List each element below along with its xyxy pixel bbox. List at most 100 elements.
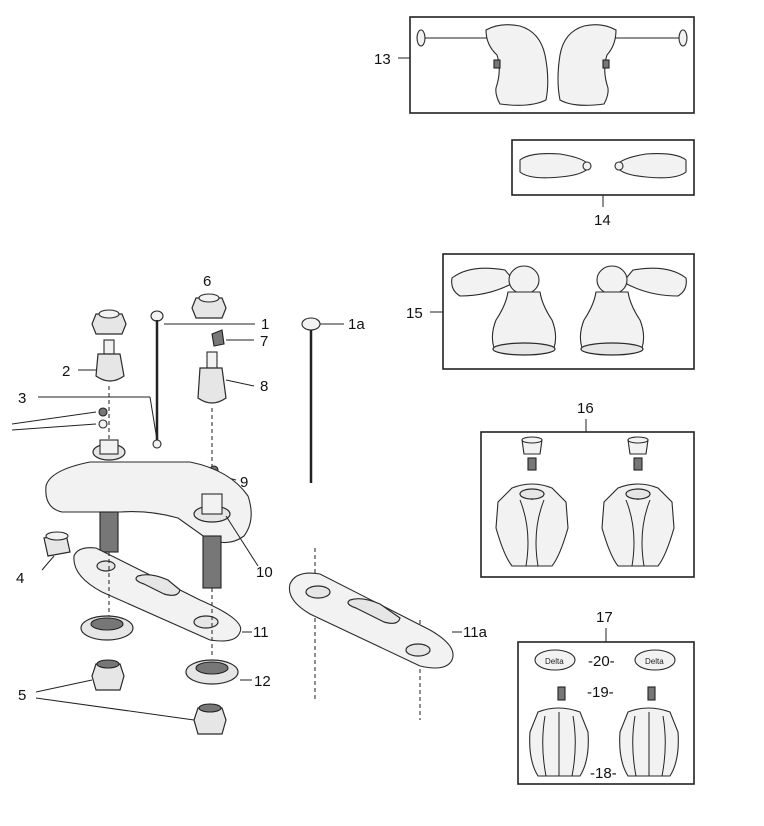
panel-13-lever-handles: 13 bbox=[374, 16, 695, 114]
gasket-11a-hole-left bbox=[305, 585, 331, 599]
leader-3b bbox=[149, 396, 158, 441]
label-11: 11 bbox=[253, 624, 269, 641]
lever-blade-left-14 bbox=[519, 153, 591, 179]
bonnet-nut-top-6 bbox=[198, 293, 220, 303]
label-15: 15 bbox=[406, 305, 423, 322]
label-17: 17 bbox=[596, 609, 613, 626]
label-8: 8 bbox=[260, 378, 268, 395]
label-11a: 11a bbox=[463, 624, 488, 641]
acrylic-handle-right-16 bbox=[601, 483, 675, 567]
handle-hub-left-15 bbox=[508, 265, 540, 295]
handle-screw-right-16 bbox=[633, 457, 643, 471]
stem-cartridge-2 bbox=[95, 353, 125, 382]
label-3: 3 bbox=[18, 390, 26, 407]
label-14: 14 bbox=[594, 212, 611, 229]
panel-13-frame bbox=[409, 16, 695, 114]
valve-body-left bbox=[99, 439, 119, 455]
gasket-slot bbox=[135, 574, 181, 596]
lever-blade-right-15 bbox=[622, 267, 687, 297]
label-13: 13 bbox=[374, 51, 391, 68]
handle-screw-left-19 bbox=[557, 686, 566, 701]
coupling-nut-left-5 bbox=[91, 663, 125, 691]
handle-base-right-15 bbox=[579, 291, 645, 349]
label-18: -18- bbox=[590, 765, 617, 782]
cap-top-right-16 bbox=[627, 436, 649, 444]
leader-5b bbox=[35, 697, 195, 721]
label-2: 2 bbox=[62, 363, 70, 380]
label-10: 10 bbox=[256, 564, 273, 581]
handle-hub-right-15 bbox=[596, 265, 628, 295]
handle-skirt-left-15 bbox=[492, 342, 556, 356]
handle-top-right-16 bbox=[625, 488, 651, 500]
label-6: 6 bbox=[203, 273, 211, 290]
panel-15-victorian-handles: 15 bbox=[406, 253, 695, 370]
leader-4 bbox=[41, 555, 55, 571]
delta-logo-left: Delta bbox=[545, 657, 564, 666]
label-1a: 1a bbox=[348, 316, 365, 333]
stem-cartridge-8 bbox=[197, 367, 227, 404]
gasket-11a-slot bbox=[347, 598, 401, 624]
cap-top-left-16 bbox=[521, 436, 543, 444]
label-20: -20- bbox=[588, 653, 615, 670]
aerator-top-4 bbox=[45, 531, 69, 541]
shank-left bbox=[99, 511, 119, 553]
lever-blade-left-15 bbox=[451, 267, 516, 297]
knob-flutes-left-18 bbox=[542, 712, 576, 777]
bonnet-nut-left-top bbox=[98, 309, 120, 319]
seat-3 bbox=[98, 407, 108, 417]
label-4: 4 bbox=[16, 570, 24, 587]
mounting-nut-right-center bbox=[195, 661, 229, 675]
panel-16-frame bbox=[480, 431, 695, 578]
label-1: 1 bbox=[261, 316, 269, 333]
set-screw-right-13 bbox=[602, 59, 610, 69]
handle-skirt-right-15 bbox=[580, 342, 644, 356]
acrylic-handle-left-16 bbox=[495, 483, 569, 567]
blade-end-right-14 bbox=[614, 161, 624, 171]
handle-base-left-15 bbox=[491, 291, 557, 349]
handle-top-left-16 bbox=[519, 488, 545, 500]
screw-head-right-13 bbox=[678, 29, 688, 47]
coupling-nut-left-top bbox=[96, 659, 120, 669]
leader-5a bbox=[35, 679, 93, 693]
lift-rod-knob-1 bbox=[150, 310, 164, 322]
knob-flutes-right-18 bbox=[632, 712, 666, 777]
handle-screw-right-19 bbox=[647, 686, 656, 701]
lift-rod-knob-1a bbox=[301, 317, 321, 331]
spring-clip-7 bbox=[211, 329, 225, 347]
lever-handle-left-13 bbox=[485, 24, 549, 106]
gasket-11a-hole-right bbox=[405, 643, 431, 657]
panel-14-lever-blades: 14 bbox=[511, 139, 695, 229]
leader-10 bbox=[225, 515, 259, 567]
stem-top-8 bbox=[206, 351, 218, 369]
panel-17-knob-handles: 17 Delta Delta -20- -19- -18- bbox=[517, 609, 695, 785]
coupling-nut-right-top bbox=[198, 703, 222, 713]
main-faucet-assembly: 6 1 1a 2 7 8 bbox=[11, 273, 365, 735]
label-9: 9 bbox=[240, 474, 248, 491]
label-5: 5 bbox=[18, 687, 26, 704]
delta-logo-right: Delta bbox=[645, 657, 664, 666]
gasket-hole-right bbox=[193, 615, 219, 629]
label-7: 7 bbox=[260, 333, 268, 350]
stem-top-2 bbox=[103, 339, 115, 355]
blade-end-left-14 bbox=[582, 161, 592, 171]
shank-right bbox=[202, 535, 222, 589]
index-button-right-20 bbox=[634, 649, 676, 671]
panel-16-acrylic-handles: 16 bbox=[480, 400, 695, 578]
label-19: -19- bbox=[587, 684, 614, 701]
set-screw-left-13 bbox=[493, 59, 501, 69]
handle-screw-left-16 bbox=[527, 457, 537, 471]
valve-body-right bbox=[201, 493, 223, 515]
spring-3 bbox=[98, 419, 108, 429]
leader-3c bbox=[11, 411, 97, 425]
lever-handle-right-13 bbox=[557, 24, 617, 106]
bonnet-nut-6 bbox=[191, 297, 227, 319]
leader-3d bbox=[11, 423, 97, 431]
lever-blade-right-14 bbox=[615, 153, 687, 179]
screw-head-left-13 bbox=[416, 29, 426, 47]
bonnet-nut-left bbox=[91, 313, 127, 335]
label-16: 16 bbox=[577, 400, 594, 417]
mounting-nut-left-center bbox=[90, 617, 124, 631]
gasket-11a-group: 11a bbox=[288, 548, 488, 720]
pivot-seal-3 bbox=[152, 439, 162, 449]
